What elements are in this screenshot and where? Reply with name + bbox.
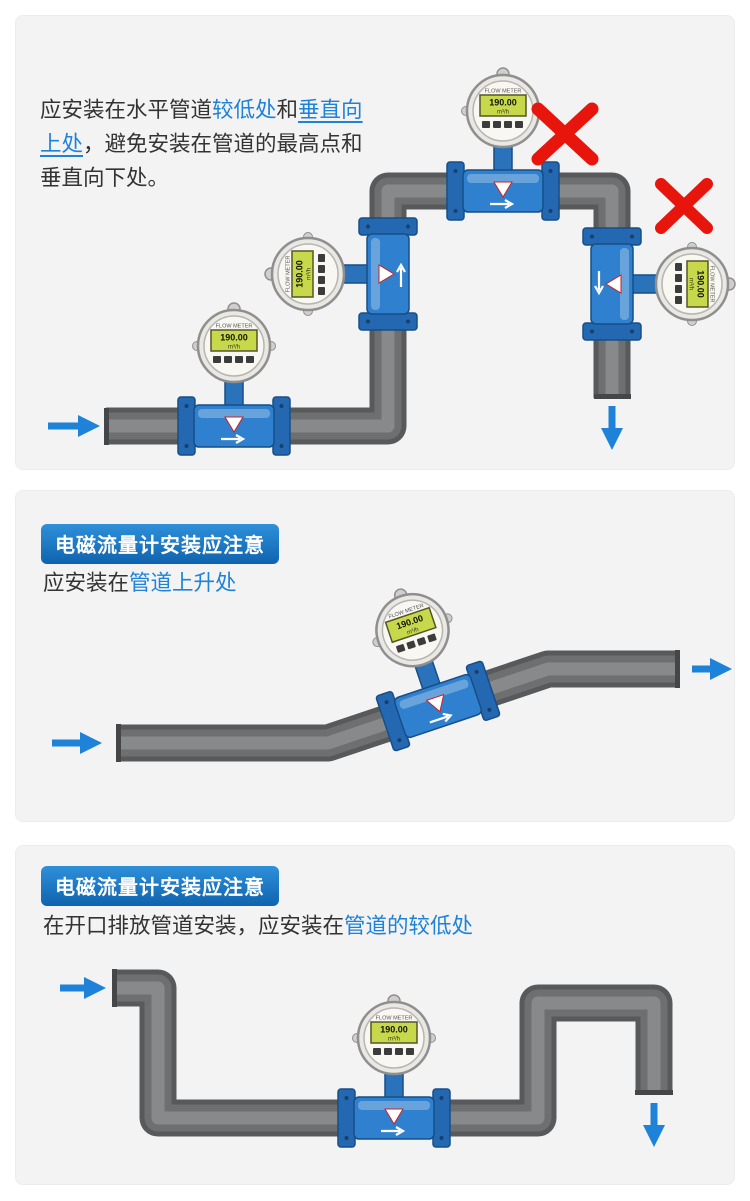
pipe-open-end [594,394,631,399]
pipe-open-end [116,724,121,762]
pipe-open-end [635,1090,673,1095]
pipe-open-end [112,969,117,1007]
flowmeter-horizontal-low [176,301,292,457]
pipe-open-end [675,650,680,688]
section-badge: 电磁流量计安装应注意 [41,524,279,564]
flow-out-arrow-icon [692,658,732,680]
panel-rising-pipe-rule: 电磁流量计安装应注意 应安装在管道上升处 [15,490,735,822]
instruction-note: 应安装在管道上升处 [43,567,237,601]
note-highlight: 较低处 [212,98,277,122]
flow-out-arrow-icon [601,406,623,450]
note-highlight: 管道上升处 [129,571,237,595]
note-text: 应安装在水平管道 [40,98,213,122]
note-text: 在开口排放管道安装，应安装在 [43,914,345,938]
pipe-diagram-3 [60,969,673,1149]
flow-out-arrow-icon [643,1103,665,1147]
flow-in-arrow-icon [60,977,106,999]
section-badge: 电磁流量计安装应注意 [41,866,279,906]
flowmeter-vertical-up [263,216,419,332]
pipe-run [112,969,673,1137]
panel-open-discharge-rule: 电磁流量计安装应注意 在开口排放管道安装，应安装在管道的较低处 [15,845,735,1185]
flowmeter-vertical-down-wrong [581,226,737,342]
note-text: ，避免安装在管道的最高点和 垂直向下处。 [40,131,363,190]
instruction-note: 在开口排放管道安装，应安装在管道的较低处 [43,910,473,944]
wrong-x-mark-icon [531,102,599,166]
flow-in-arrow-icon [48,415,100,437]
wrong-x-mark-icon [655,178,713,234]
note-highlight: 管道的较低处 [344,914,474,938]
note-text: 应安装在 [43,571,130,595]
note-highlight-underline: 垂直向 上处 [40,98,363,156]
pipe-diagram-2 [52,570,732,762]
note-text: 和 [276,98,299,122]
panel-horizontal-pipe-rules: FLOW METER 190.00 m³/h [15,15,737,470]
instruction-note: 应安装在水平管道较低处和垂直向 上处，避免安装在管道的最高点和 垂直向下处。 [40,94,392,196]
flowmeter-at-low-point [336,993,452,1149]
flowmeter-highest-point-wrong [445,66,561,222]
pipe-open-end [104,408,109,445]
pipe-diagram-1: FLOW METER 190.00 m³/h [48,66,737,457]
flow-in-arrow-icon [52,732,102,754]
